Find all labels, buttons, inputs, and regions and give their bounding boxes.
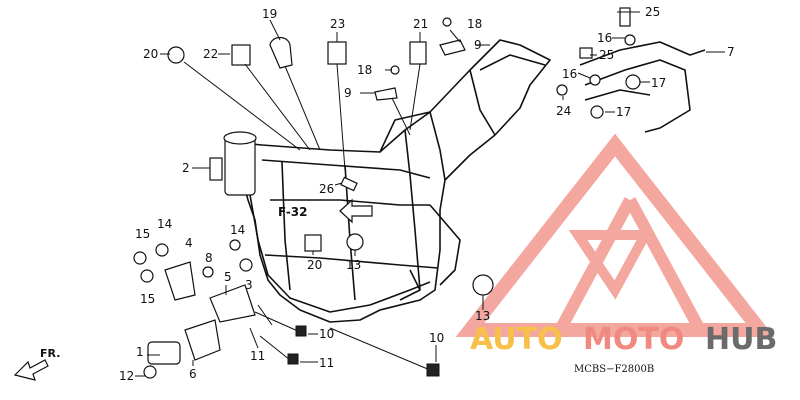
label-25-mid: 25 [599, 48, 614, 62]
label-22: 22 [203, 47, 218, 61]
label-15-bottom: 15 [140, 292, 155, 306]
label-17-top: 17 [651, 76, 666, 90]
bolts [254, 304, 440, 377]
label-1: 1 [136, 345, 144, 359]
part-labels: 1 2 3 4 5 6 7 8 9 9 10 10 11 11 12 13 13… [119, 5, 735, 383]
front-label: FR. [40, 347, 60, 360]
label-20-top: 20 [143, 47, 158, 61]
label-21: 21 [413, 17, 428, 31]
label-9-top: 9 [474, 38, 482, 52]
label-16-top: 16 [597, 31, 612, 45]
label-13-right: 13 [475, 309, 490, 323]
label-6: 6 [189, 367, 197, 381]
label-15-top: 15 [135, 227, 150, 241]
label-14-right: 14 [230, 223, 245, 237]
watermark-word-auto: AUTO [470, 322, 563, 357]
label-10-left: 10 [319, 327, 334, 341]
label-19: 19 [262, 7, 277, 21]
label-7: 7 [727, 45, 735, 59]
label-9-mid: 9 [344, 86, 352, 100]
label-18-mid: 18 [357, 63, 372, 77]
label-8: 8 [205, 251, 213, 265]
f32-label: F-32 [278, 205, 308, 219]
f32-reference: F-32 [278, 198, 373, 224]
label-25-top: 25 [645, 5, 660, 19]
label-3: 3 [245, 278, 253, 292]
label-16-mid: 16 [562, 67, 577, 81]
label-18-top: 18 [467, 17, 482, 31]
leader-lines [135, 11, 725, 377]
label-24: 24 [556, 104, 571, 118]
front-direction-indicator: FR. [13, 347, 60, 381]
label-20-center: 20 [307, 258, 322, 272]
label-5: 5 [224, 270, 232, 284]
label-26: 26 [319, 182, 334, 196]
drawing-code: MCBS−F2800B [574, 364, 654, 375]
label-11-right: 11 [319, 356, 334, 370]
watermark-word-hub: HUB [705, 322, 777, 357]
label-13-center: 13 [346, 258, 361, 272]
watermark-wordmark: AUTO MOTO HUB [470, 322, 777, 357]
label-14-left: 14 [157, 217, 172, 231]
rear-bracket [556, 7, 706, 133]
small-parts [133, 17, 494, 379]
watermark-word-moto: MOTO [583, 322, 684, 357]
label-2: 2 [182, 161, 190, 175]
label-17-bottom: 17 [616, 105, 631, 119]
label-23: 23 [330, 17, 345, 31]
label-4: 4 [185, 236, 193, 250]
label-10-right: 10 [429, 331, 444, 345]
watermark-logo [455, 133, 775, 337]
label-12: 12 [119, 369, 134, 383]
label-11-left: 11 [250, 349, 265, 363]
